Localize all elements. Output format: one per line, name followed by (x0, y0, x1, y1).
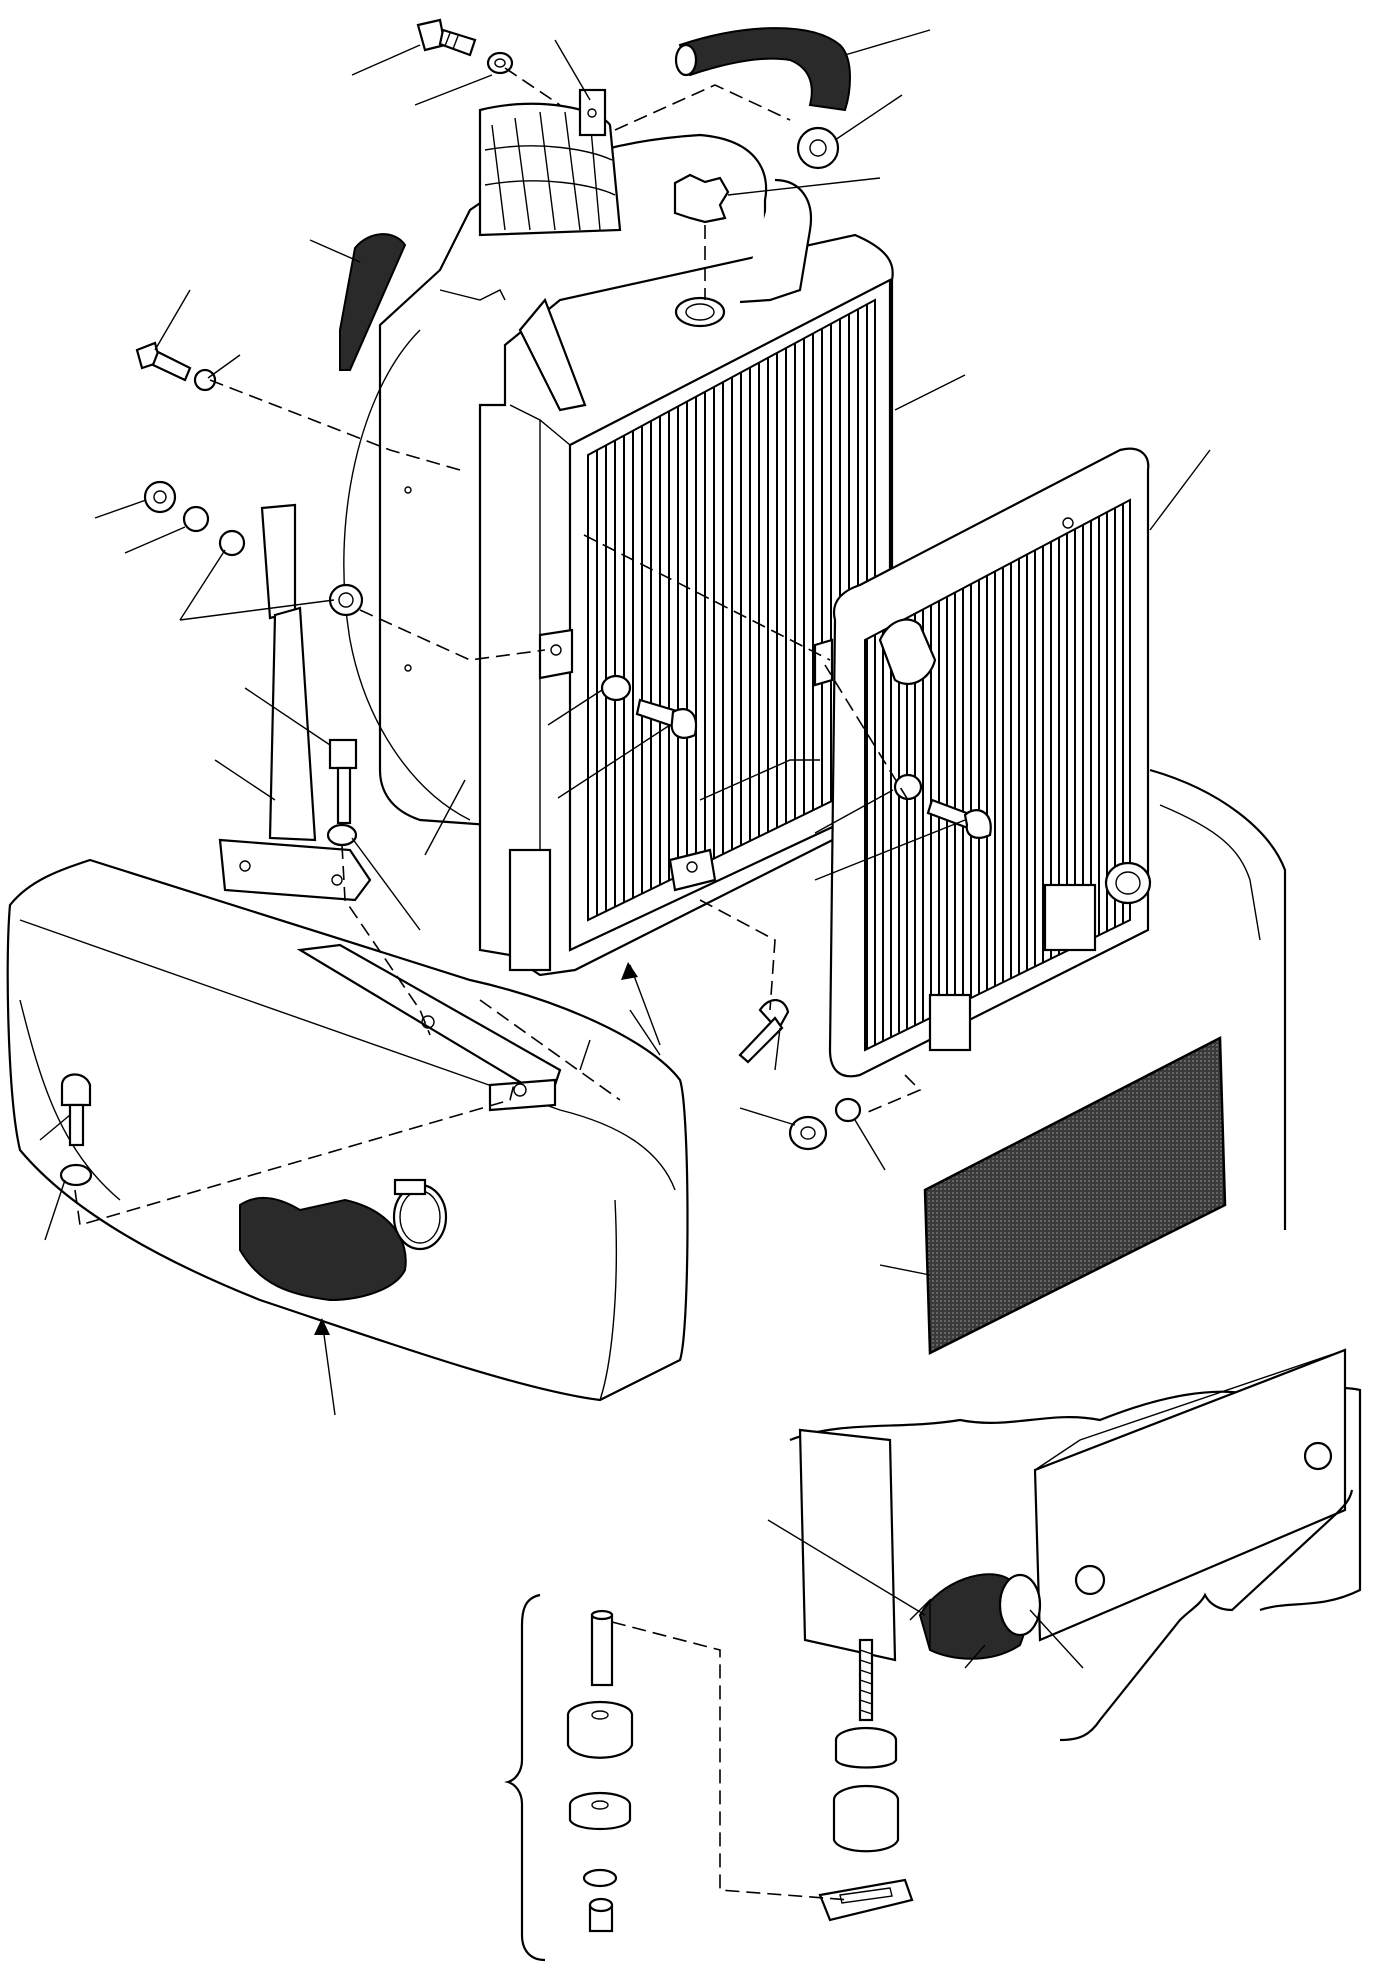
shroud-seal-hose (339, 233, 407, 371)
left-washer-1 (182, 505, 210, 533)
detail-inset-slotted-plate (818, 1878, 914, 1922)
oil-cooler (828, 447, 1152, 1078)
leader-lines (39, 29, 1211, 1669)
lower-hose (239, 1197, 407, 1302)
detail-inset-bushing-upper (834, 1726, 898, 1769)
detail-inset-brace (1059, 1489, 1354, 1742)
mount-kit-sleeve (590, 1609, 614, 1687)
left-nut-1 (143, 480, 177, 514)
radiator (478, 233, 894, 977)
mesh-screen (923, 1035, 1227, 1355)
oil-cooler-bottom-washer (834, 1097, 862, 1123)
radiator-washer (600, 674, 632, 702)
front-bolt (60, 1073, 92, 1147)
detail-inset-hose (909, 1573, 1042, 1660)
oil-cooler-washer (893, 773, 923, 801)
hose-clamp (392, 1178, 448, 1251)
side-body-panel (1149, 768, 1287, 1230)
center-bolt (738, 999, 790, 1064)
left-washer-2 (218, 529, 246, 557)
mount-kit-washer (582, 1868, 618, 1888)
overflow-tube (739, 178, 813, 304)
oil-cooler-bottom-nut (788, 1115, 828, 1151)
radiator-lower-bracket (668, 759, 820, 892)
upper-hose (674, 27, 851, 112)
mount-kit-nut (588, 1897, 614, 1933)
top-right-nut (796, 126, 840, 170)
bracket-bolt (326, 738, 358, 847)
mount-kit-brace (504, 1593, 546, 1962)
front-washer (59, 1163, 93, 1187)
detail-inset-engine-block (789, 1348, 1362, 1662)
radiator-bolt (635, 698, 698, 739)
oil-cooler-mount-tab (813, 638, 834, 687)
mount-kit-rubber-upper (566, 1700, 634, 1759)
mount-kit-rubber-lower (568, 1791, 632, 1830)
left-washer-upper (193, 368, 217, 392)
shroud-bracket (578, 88, 607, 137)
left-spacer (328, 583, 364, 617)
assembly-dashed-lines (74, 67, 922, 1901)
radiator-side-mount-left (538, 628, 574, 680)
left-bolt-upper (135, 341, 192, 382)
front-mounting-plate (296, 943, 562, 1112)
radiator-cap (673, 173, 730, 328)
top-bolt (416, 18, 477, 57)
detail-inset-stud (858, 1638, 874, 1722)
frame-crossmember (6, 858, 689, 1402)
detail-inset-bushing-lower (832, 1784, 900, 1853)
support-bracket (218, 503, 372, 902)
